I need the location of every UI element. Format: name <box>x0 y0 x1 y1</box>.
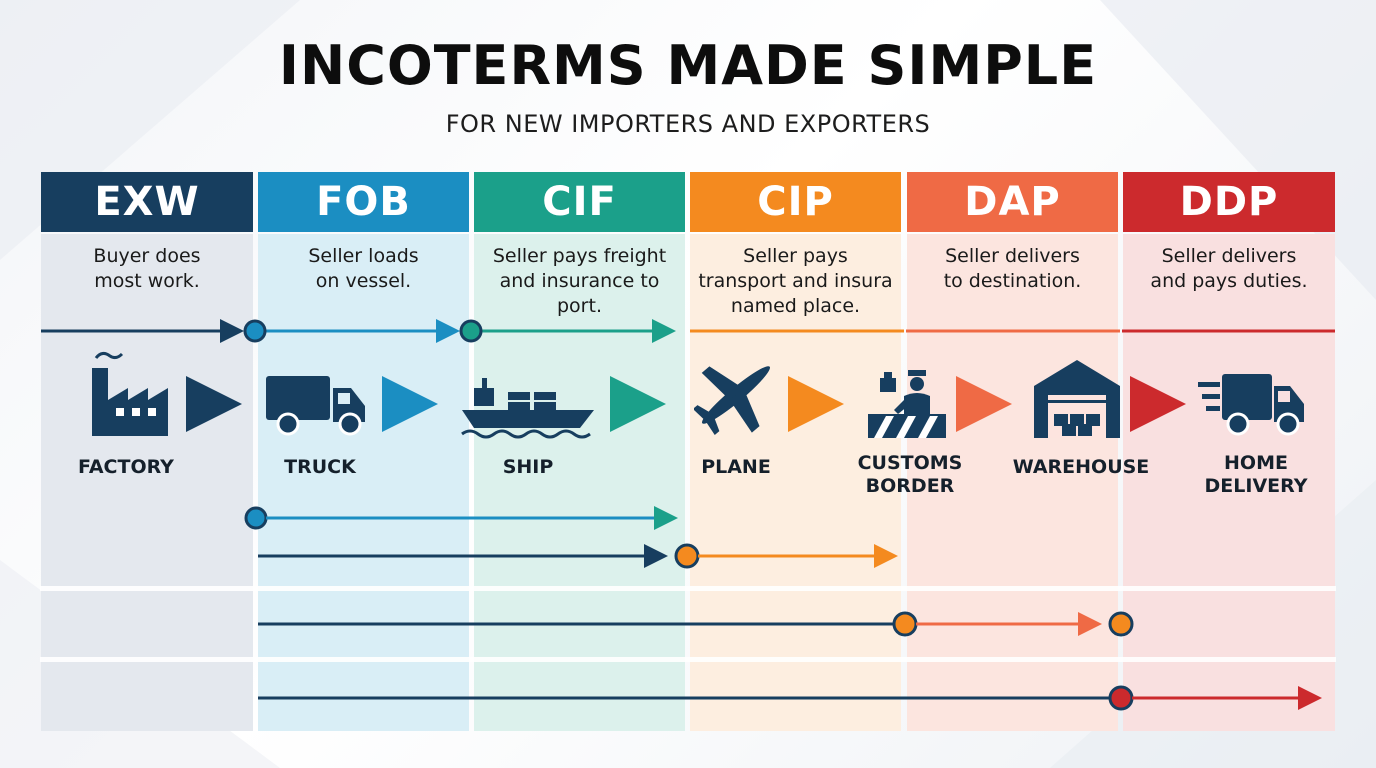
risk-transfer-point <box>674 543 700 569</box>
column-ddp: DDP Seller delivers and pays duties. <box>1123 172 1335 731</box>
stage-label-customs-border: CUSTOMS BORDER <box>857 452 963 497</box>
risk-transfer-point <box>243 319 267 343</box>
term-header-ddp: DDP <box>1123 172 1335 232</box>
stage-label-plane: PLANE <box>701 456 771 478</box>
column-background <box>258 234 469 731</box>
plane-icon <box>694 366 771 436</box>
column-fob: FOB Seller loads on vessel. <box>258 172 469 731</box>
row-separator <box>40 586 1336 591</box>
risk-transfer-point <box>244 506 268 530</box>
term-description-cip: Seller pays transport and insura named p… <box>698 245 893 317</box>
term-description-ddp: Seller delivers and pays duties. <box>1150 245 1308 292</box>
term-description-dap: Seller delivers to destination. <box>943 245 1082 292</box>
term-header-exw: EXW <box>41 172 253 232</box>
column-background <box>41 234 253 731</box>
delivery-truck-icon <box>1198 374 1304 436</box>
term-description-cif: Seller pays freight and insurance to por… <box>492 245 667 317</box>
term-header-fob: FOB <box>258 172 469 232</box>
risk-transfer-point <box>1108 611 1134 637</box>
term-header-dap: DAP <box>907 172 1118 232</box>
stage-label-ship: SHIP <box>502 456 554 478</box>
column-exw: EXW Buyer does most work. <box>41 172 253 731</box>
stage-label-warehouse: WAREHOUSE <box>1012 456 1150 478</box>
risk-transfer-point <box>459 319 483 343</box>
stage-label-factory: FACTORY <box>78 456 174 478</box>
stage-label-truck: TRUCK <box>284 456 356 478</box>
page-title: INCOTERMS MADE SIMPLE <box>278 34 1098 97</box>
term-description-fob: Seller loads on vessel. <box>308 245 419 292</box>
risk-transfer-point <box>1108 685 1134 711</box>
column-cip: CIP Seller pays transport and insura nam… <box>690 172 901 731</box>
factory-icon <box>92 351 168 436</box>
warehouse-icon <box>1034 360 1120 438</box>
term-header-cif: CIF <box>474 172 685 232</box>
column-background <box>690 234 901 731</box>
customs-officer-icon <box>868 370 946 438</box>
column-background <box>907 234 1118 731</box>
risk-transfer-point <box>892 611 918 637</box>
column-cif: CIF Seller pays freight and insurance to… <box>474 172 685 731</box>
page-subtitle: FOR NEW IMPORTERS AND EXPORTERS <box>445 110 931 138</box>
ship-icon <box>461 378 594 439</box>
truck-icon <box>266 376 365 436</box>
term-description-exw: Buyer does most work. <box>93 245 201 292</box>
stage-label-home-delivery: HOME DELIVERY <box>1204 452 1308 497</box>
row-separator <box>40 657 1336 662</box>
column-background <box>1123 234 1335 731</box>
term-header-cip: CIP <box>690 172 901 232</box>
column-dap: DAP Seller delivers to destination. <box>907 172 1118 731</box>
column-background <box>474 234 685 731</box>
